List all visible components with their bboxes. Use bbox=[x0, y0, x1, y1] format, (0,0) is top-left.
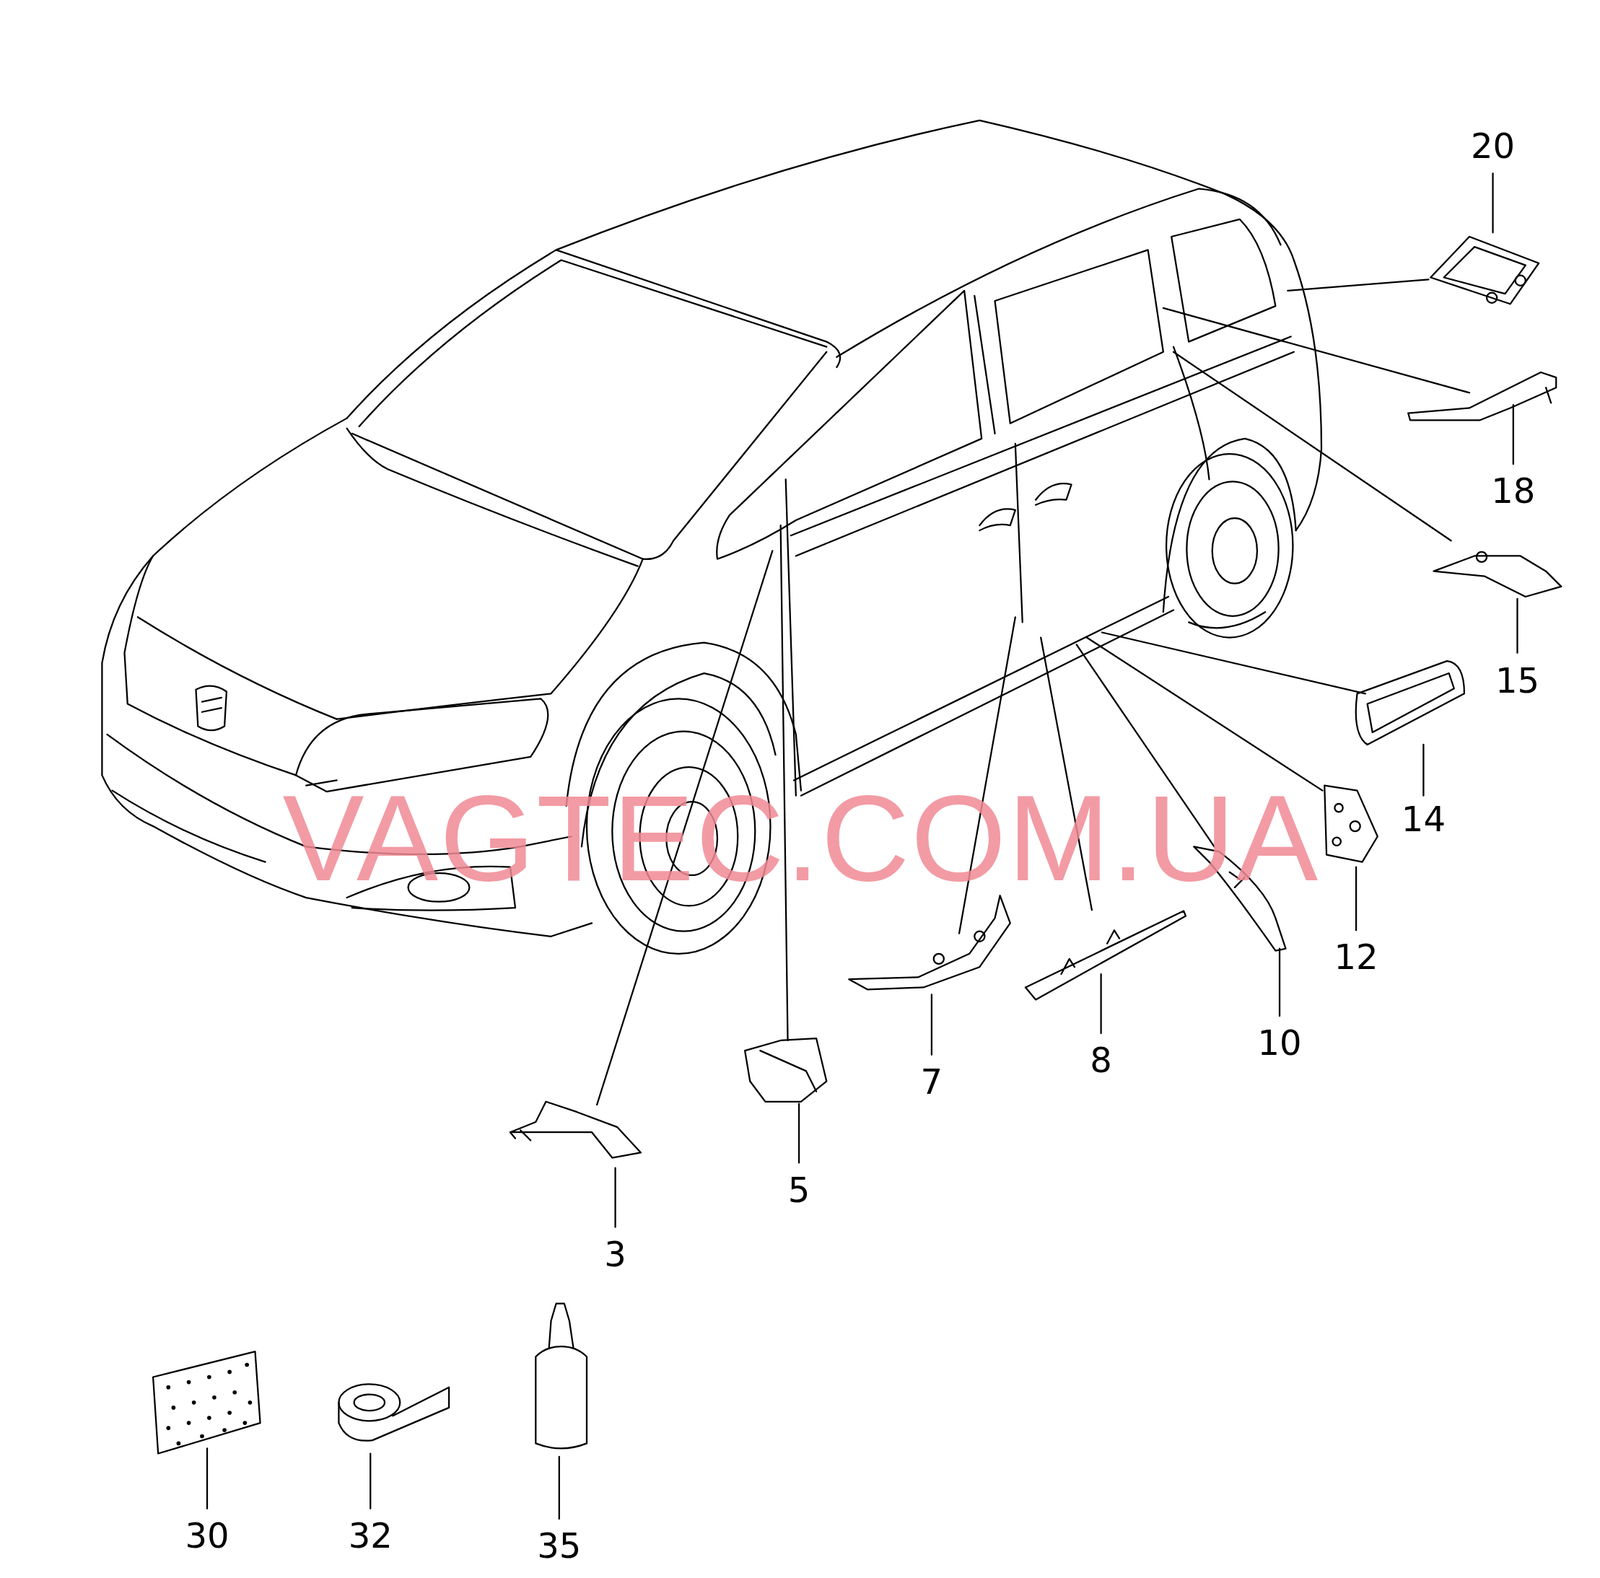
callout-number: 35 bbox=[536, 1528, 581, 1564]
callout-number: 8 bbox=[1089, 1042, 1113, 1078]
callout-number: 30 bbox=[184, 1518, 229, 1554]
callout-number: 18 bbox=[1491, 473, 1536, 509]
callout-number: 10 bbox=[1257, 1025, 1302, 1061]
callout-number: 7 bbox=[920, 1064, 944, 1100]
callout-number: 15 bbox=[1495, 663, 1540, 698]
callout-number: 3 bbox=[604, 1236, 627, 1272]
callout-number: 12 bbox=[1333, 939, 1378, 975]
callout-number: 5 bbox=[788, 1172, 811, 1208]
callout-number: 14 bbox=[1401, 801, 1446, 837]
watermark: VAGTEC.COM.UA bbox=[282, 777, 1320, 900]
callout-number: 20 bbox=[1470, 128, 1515, 164]
callout-number: 32 bbox=[348, 1518, 393, 1554]
